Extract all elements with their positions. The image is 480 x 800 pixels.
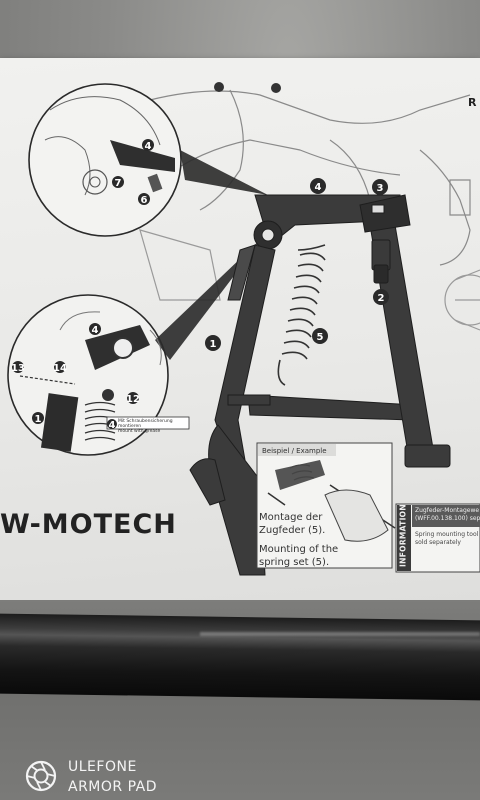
page-marker: R bbox=[468, 96, 477, 109]
center-stand bbox=[189, 194, 451, 576]
svg-text:7: 7 bbox=[115, 178, 122, 189]
camera-watermark: ULEFONE ARMOR PAD bbox=[68, 757, 157, 797]
information-tab-bar bbox=[397, 505, 411, 571]
svg-text:1: 1 bbox=[35, 414, 42, 425]
svg-text:1: 1 bbox=[210, 339, 217, 350]
svg-text:3: 3 bbox=[377, 183, 384, 194]
info-sub-line-2: sold separately bbox=[415, 539, 461, 546]
svg-text:6: 6 bbox=[141, 195, 148, 206]
example-box bbox=[256, 442, 396, 569]
camera-shutter-icon bbox=[25, 760, 57, 792]
brand-text: W-MOTECH bbox=[0, 509, 177, 540]
watermark-line-2: ARMOR PAD bbox=[68, 779, 157, 795]
svg-text:12: 12 bbox=[126, 394, 140, 405]
information-tab-label: INFORMATION bbox=[398, 504, 408, 567]
montage-caption-en: Mounting of the spring set (5). bbox=[259, 544, 339, 568]
svg-text:4: 4 bbox=[145, 141, 152, 152]
info-header: Zugfeder-Montagewe (WFF.00.138.100) sep bbox=[412, 505, 480, 527]
info-sub-line-1: Spring mounting tool bbox=[415, 531, 479, 538]
info-header-line-2: (WFF.00.138.100) sep bbox=[415, 515, 480, 522]
callouts bbox=[205, 178, 389, 351]
example-label: Beispiel / Example bbox=[262, 447, 327, 455]
svg-text:2: 2 bbox=[378, 293, 385, 304]
info-subtext: Spring mounting tool sold separately bbox=[415, 531, 480, 547]
svg-text:13: 13 bbox=[11, 363, 25, 374]
pipe-highlight bbox=[200, 632, 480, 636]
svg-text:4: 4 bbox=[92, 325, 99, 336]
svg-text:4: 4 bbox=[109, 420, 116, 431]
montage-caption-de: Montage der Zugfeder (5). bbox=[259, 512, 326, 536]
detail-circle-upper bbox=[28, 83, 268, 237]
note-line-1: Mit Schraubensicherung montieren bbox=[118, 419, 173, 429]
watermark-line-1: ULEFONE bbox=[68, 759, 137, 775]
spring bbox=[277, 244, 326, 386]
info-header-line-1: Zugfeder-Montagewe bbox=[415, 507, 480, 514]
svg-text:4: 4 bbox=[315, 182, 322, 193]
svg-text:14: 14 bbox=[53, 363, 67, 374]
assembly-note: Mit Schraubensicherung montieren mount w… bbox=[118, 419, 188, 434]
svg-text:5: 5 bbox=[317, 332, 324, 343]
note-line-2: mount with grease bbox=[118, 429, 161, 434]
